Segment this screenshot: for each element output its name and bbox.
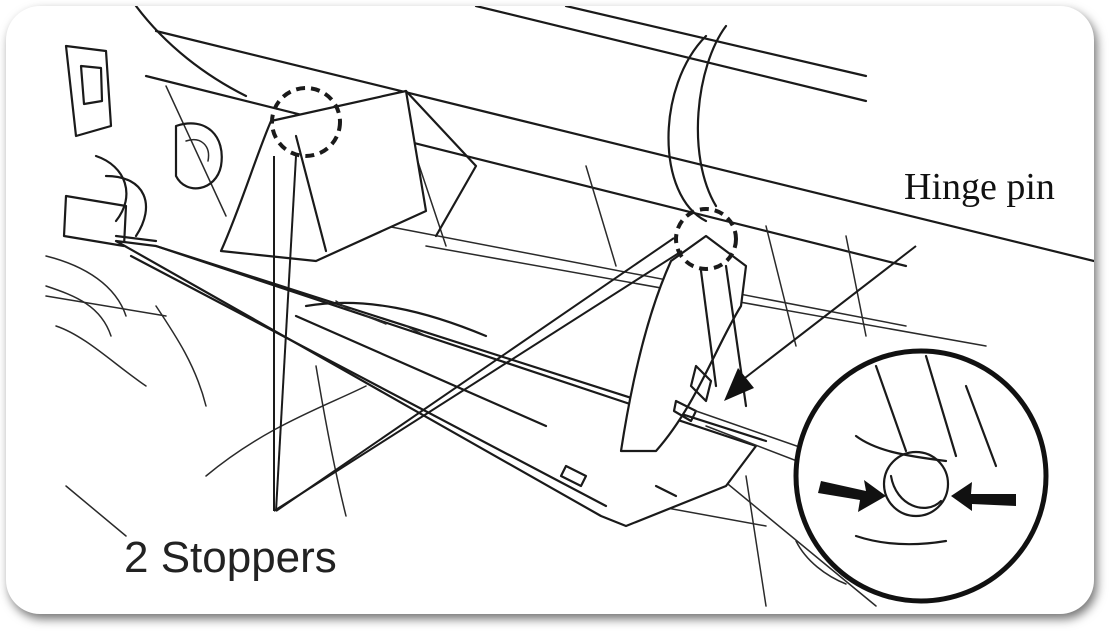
hinge-pin-pointer [724,245,917,401]
stoppers-leaders [273,155,683,512]
stoppers-label: 2 Stoppers [124,533,337,582]
hinge-pin-label: Hinge pin [904,166,1055,208]
magnified-detail [695,348,1049,604]
stopper-marker-right [674,207,738,271]
printer-illustration [45,6,1094,607]
diagram-frame: 2 Stoppers Hinge pin [6,6,1094,614]
arrow-icon [818,480,886,512]
arrow-icon [951,482,1016,511]
stopper-marker-left [270,86,342,158]
right-stopper [619,234,748,453]
lower-lines [45,295,877,607]
arrow-icon [724,368,754,401]
